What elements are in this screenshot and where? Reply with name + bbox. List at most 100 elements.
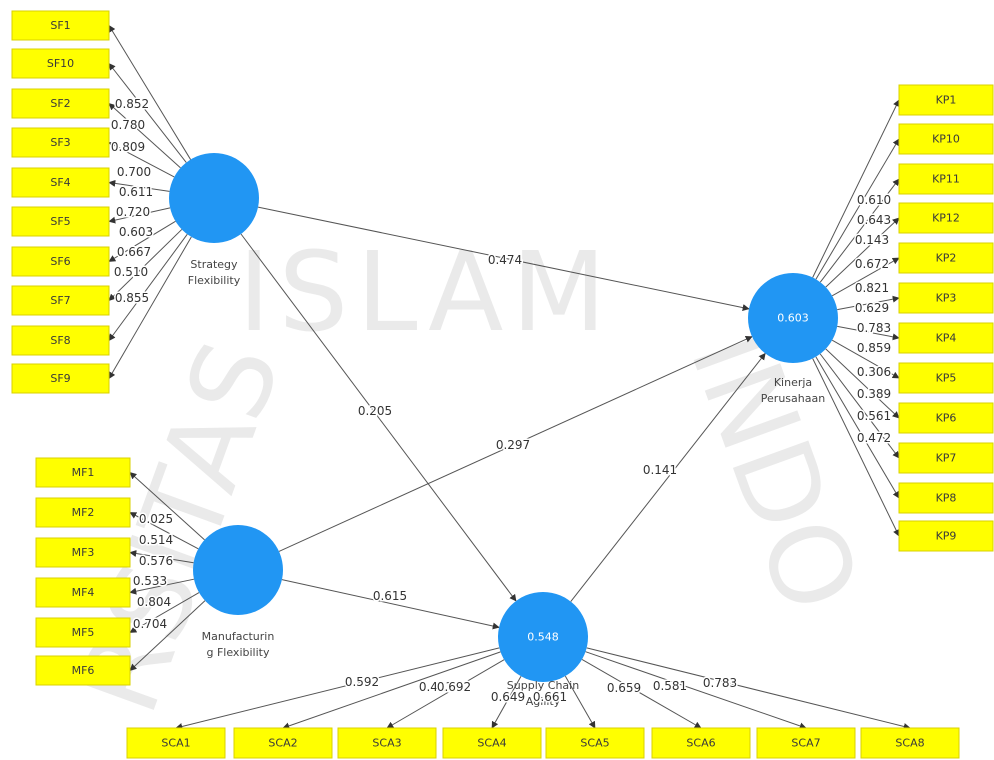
indicator-kp8[interactable]: KP8	[898, 482, 994, 514]
indicator-box[interactable]	[898, 123, 994, 155]
indicator-box[interactable]	[442, 727, 542, 759]
loading-arrow	[831, 257, 900, 297]
indicator-box[interactable]	[11, 48, 110, 79]
indicator-box[interactable]	[35, 617, 131, 648]
indicator-box[interactable]	[11, 167, 110, 198]
indicator-box[interactable]	[11, 88, 110, 119]
indicator-sf4[interactable]: SF4	[11, 167, 110, 198]
indicator-box[interactable]	[11, 246, 110, 277]
indicator-label: MF6	[72, 664, 95, 677]
indicator-kp6[interactable]: KP6	[898, 402, 994, 434]
indicator-kp11[interactable]: KP11	[898, 163, 994, 195]
indicator-box[interactable]	[337, 727, 437, 759]
path-sf-sca	[240, 233, 517, 602]
indicator-kp1[interactable]: KP1	[898, 84, 994, 116]
indicator-box[interactable]	[898, 482, 994, 514]
indicator-sca5[interactable]: SCA5	[545, 727, 645, 759]
indicator-kp9[interactable]: KP9	[898, 520, 994, 552]
indicator-mf2[interactable]: MF2	[35, 497, 131, 528]
indicator-box[interactable]	[545, 727, 645, 759]
indicator-kp4[interactable]: KP4	[898, 322, 994, 354]
indicator-sca6[interactable]: SCA6	[651, 727, 751, 759]
indicator-box[interactable]	[898, 84, 994, 116]
indicator-label: SF8	[50, 334, 70, 347]
indicator-box[interactable]	[898, 520, 994, 552]
indicator-box[interactable]	[898, 282, 994, 314]
indicator-sf3[interactable]: SF3	[11, 127, 110, 158]
indicator-kp3[interactable]: KP3	[898, 282, 994, 314]
indicator-box[interactable]	[35, 577, 131, 608]
indicator-box[interactable]	[35, 537, 131, 568]
indicator-mf3[interactable]: MF3	[35, 537, 131, 568]
indicator-label: KP10	[932, 133, 960, 146]
construct-circle[interactable]	[498, 592, 588, 682]
indicator-kp5[interactable]: KP5	[898, 362, 994, 394]
indicator-sf9[interactable]: SF9	[11, 363, 110, 394]
indicator-sca8[interactable]: SCA8	[860, 727, 960, 759]
indicator-kp7[interactable]: KP7	[898, 442, 994, 474]
loading-value: 0.783	[703, 676, 737, 690]
loading-value: 0.611	[119, 185, 153, 199]
indicator-box[interactable]	[35, 457, 131, 488]
indicator-box[interactable]	[11, 325, 110, 356]
indicator-mf4[interactable]: MF4	[35, 577, 131, 608]
loading-value: 0.025	[139, 512, 173, 526]
indicator-box[interactable]	[756, 727, 856, 759]
indicator-sf7[interactable]: SF7	[11, 285, 110, 316]
indicator-sca2[interactable]: SCA2	[233, 727, 333, 759]
indicator-sf1[interactable]: SF1	[11, 10, 110, 41]
indicator-sf10[interactable]: SF10	[11, 48, 110, 79]
indicator-sf6[interactable]: SF6	[11, 246, 110, 277]
indicator-kp12[interactable]: KP12	[898, 202, 994, 234]
indicator-sca1[interactable]: SCA1	[126, 727, 226, 759]
loading-value: 0.143	[855, 233, 889, 247]
indicator-box[interactable]	[898, 442, 994, 474]
indicator-sca4[interactable]: SCA4	[442, 727, 542, 759]
construct-circle[interactable]	[169, 153, 259, 243]
path-coefficient: 0.205	[358, 404, 392, 418]
indicator-box[interactable]	[860, 727, 960, 759]
construct-circle[interactable]	[748, 273, 838, 363]
indicator-box[interactable]	[11, 363, 110, 394]
indicator-mf1[interactable]: MF1	[35, 457, 131, 488]
indicator-box[interactable]	[35, 497, 131, 528]
indicator-box[interactable]	[126, 727, 226, 759]
loading-arrow	[108, 62, 187, 163]
indicator-kp10[interactable]: KP10	[898, 123, 994, 155]
loading-value: 0.821	[855, 281, 889, 295]
indicator-label: MF5	[72, 626, 95, 639]
indicator-box[interactable]	[11, 285, 110, 316]
indicator-box[interactable]	[898, 362, 994, 394]
indicator-box[interactable]	[651, 727, 751, 759]
indicator-sf2[interactable]: SF2	[11, 88, 110, 119]
indicator-sf8[interactable]: SF8	[11, 325, 110, 356]
construct-circle[interactable]	[193, 525, 283, 615]
watermark-word-top: ISLAM	[238, 228, 614, 356]
indicator-sca7[interactable]: SCA7	[756, 727, 856, 759]
indicator-label: SCA2	[268, 737, 297, 750]
indicator-sca3[interactable]: SCA3	[337, 727, 437, 759]
indicator-box[interactable]	[898, 322, 994, 354]
loading-value: 0.592	[345, 675, 379, 689]
loading-value: 0.661	[533, 690, 567, 704]
indicator-mf6[interactable]: MF6	[35, 655, 131, 686]
indicator-box[interactable]	[11, 127, 110, 158]
indicator-mf5[interactable]: MF5	[35, 617, 131, 648]
indicator-box[interactable]	[11, 10, 110, 41]
indicator-label: KP5	[936, 372, 957, 385]
indicator-box[interactable]	[898, 402, 994, 434]
indicator-kp2[interactable]: KP2	[898, 242, 994, 274]
indicator-box[interactable]	[11, 206, 110, 237]
indicator-box[interactable]	[898, 163, 994, 195]
loading-arrow	[108, 24, 192, 160]
indicator-box[interactable]	[898, 242, 994, 274]
indicator-box[interactable]	[898, 202, 994, 234]
loading-value: 0.610	[857, 193, 891, 207]
indicator-sf5[interactable]: SF5	[11, 206, 110, 237]
indicator-box[interactable]	[35, 655, 131, 686]
indicator-box[interactable]	[233, 727, 333, 759]
